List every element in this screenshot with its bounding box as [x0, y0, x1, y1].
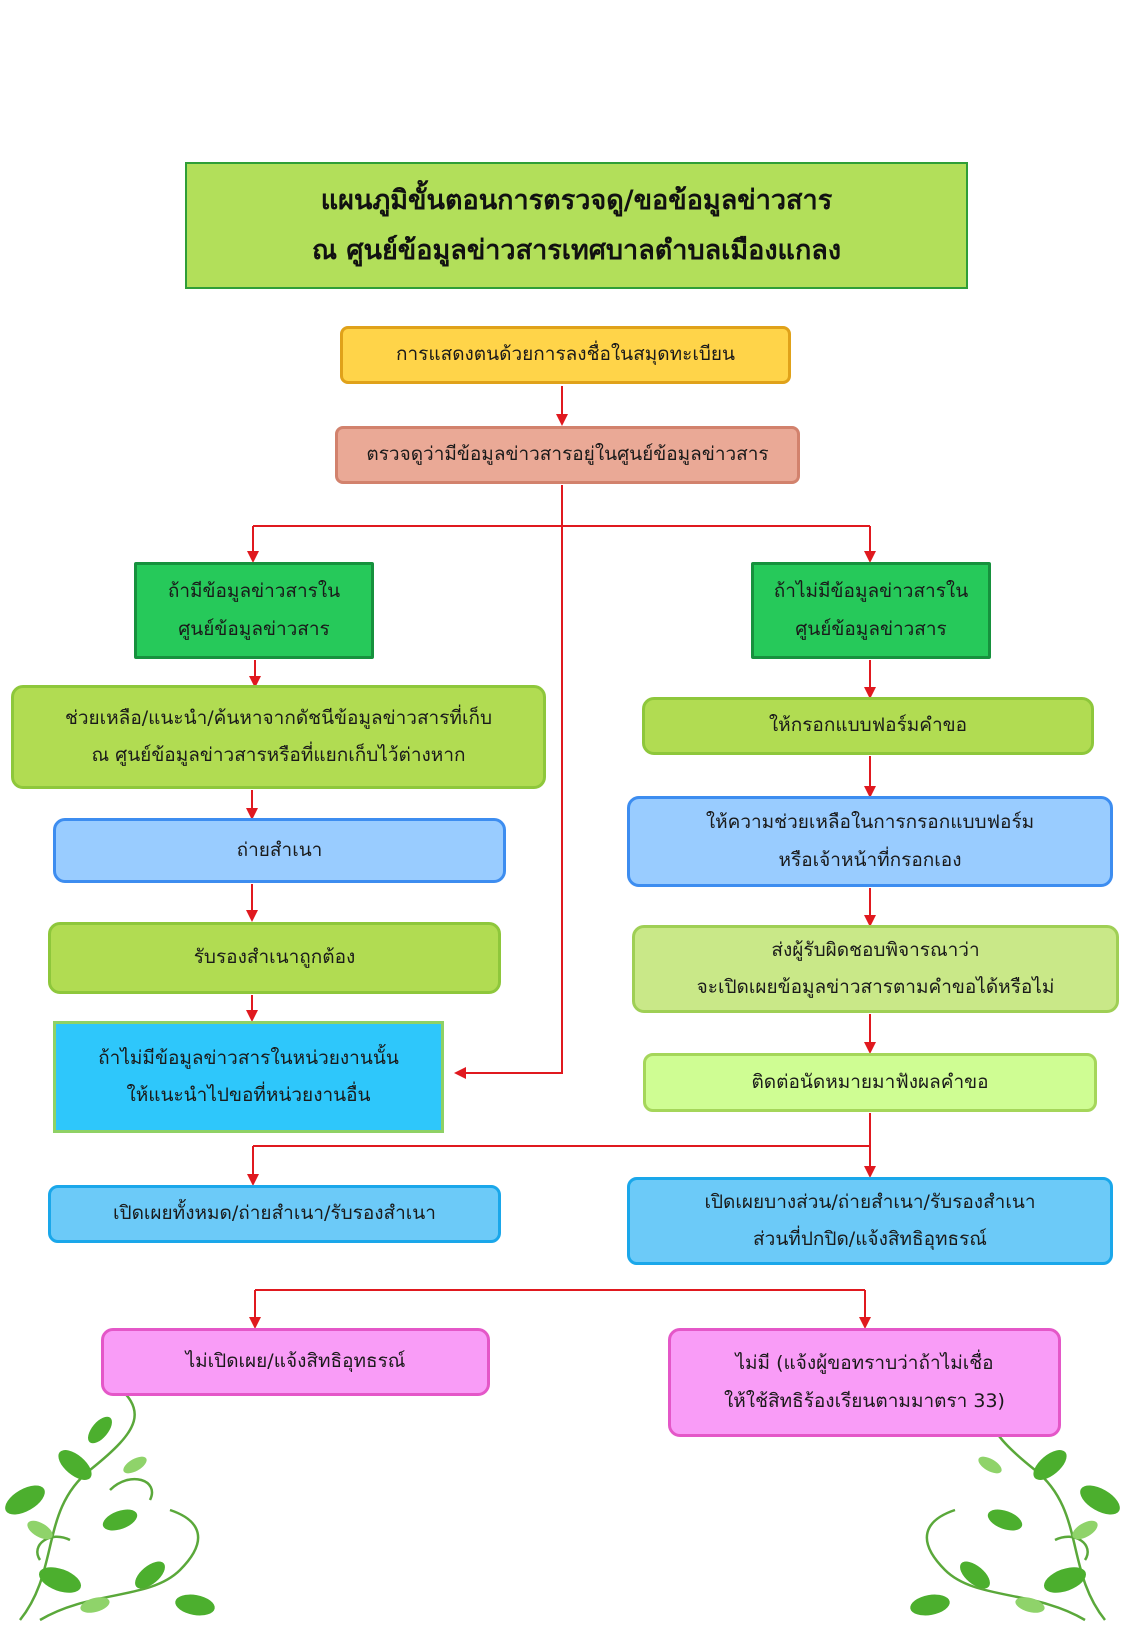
assist-line-2: ณ ศูนย์ข้อมูลข่าวสารหรือที่แยกเก็บไว้ต่า… [91, 744, 466, 766]
disclose-partial-line-1: เปิดเผยบางส่วน/ถ่ายสำเนา/รับรองสำเนา [704, 1190, 1036, 1213]
step-copy: ถ่ายสำเนา [53, 818, 506, 883]
step-certify: รับรองสำเนาถูกต้อง [48, 922, 501, 994]
no-info-line-2: ศูนย์ข้อมูลข่าวสาร [795, 617, 947, 640]
help-form-line-2: หรือเจ้าหน้าที่กรอกเอง [778, 848, 962, 871]
none-line-2: ให้ใช้สิทธิร้องเรียนตามมาตรา 33) [724, 1389, 1005, 1412]
step-has-info: ถ้ามีข้อมูลข่าวสารใน ศูนย์ข้อมูลข่าวสาร [134, 562, 374, 659]
step-register-label: การแสดงตนด้วยการลงชื่อในสมุดทะเบียน [395, 343, 736, 366]
step-assist: ช่วยเหลือ/แนะนำ/ค้นหาจากดัชนีข้อมูลข่าวส… [11, 685, 546, 789]
step-appointment: ติดต่อนัดหมายมาฟังผลคำขอ [643, 1053, 1097, 1112]
step-fill-form: ให้กรอกแบบฟอร์มคำขอ [642, 697, 1094, 755]
step-consider: ส่งผู้รับผิดชอบพิจารณาว่า จะเปิดเผยข้อมู… [632, 925, 1119, 1013]
not-disclose-label: ไม่เปิดเผย/แจ้งสิทธิอุทธรณ์ [185, 1350, 406, 1373]
step-help-form: ให้ความช่วยเหลือในการกรอกแบบฟอร์ม หรือเจ… [627, 796, 1113, 887]
not-in-unit-line-1: ถ้าไม่มีข้อมูลข่าวสารในหน่วยงานนั้น [98, 1046, 399, 1069]
step-register: การแสดงตนด้วยการลงชื่อในสมุดทะเบียน [340, 326, 791, 384]
none-line-1: ไม่มี (แจ้งผู้ขอทราบว่าถ้าไม่เชื่อ [735, 1352, 994, 1375]
result-disclose-partial: เปิดเผยบางส่วน/ถ่ายสำเนา/รับรองสำเนา ส่ว… [627, 1177, 1113, 1265]
assist-line-1: ช่วยเหลือ/แนะนำ/ค้นหาจากดัชนีข้อมูลข่าวส… [64, 706, 493, 729]
no-info-line-1: ถ้าไม่มีข้อมูลข่าวสารใน [773, 580, 969, 603]
result-not-disclose: ไม่เปิดเผย/แจ้งสิทธิอุทธรณ์ [101, 1328, 490, 1396]
title-line-1: แผนภูมิขั้นตอนการตรวจดู/ขอข้อมูลข่าวสาร [320, 184, 833, 216]
certify-label: รับรองสำเนาถูกต้อง [193, 946, 356, 969]
has-info-line-2: ศูนย์ข้อมูลข่าวสาร [178, 617, 330, 640]
help-form-line-1: ให้ความช่วยเหลือในการกรอกแบบฟอร์ม [705, 811, 1035, 834]
line-check-down [454, 485, 563, 1079]
not-in-unit-line-2: ให้แนะนำไปขอที่หน่วยงานอื่น [126, 1084, 371, 1106]
result-none: ไม่มี (แจ้งผู้ขอทราบว่าถ้าไม่เชื่อ ให้ใช… [668, 1328, 1061, 1437]
disclose-all-label: เปิดเผยทั้งหมด/ถ่ายสำเนา/รับรองสำเนา [113, 1202, 436, 1225]
consider-line-2: จะเปิดเผยข้อมูลข่าวสารตามคำขอได้หรือไม่ [696, 976, 1055, 998]
vine-decoration-left [5, 1379, 215, 1622]
copy-label: ถ่ายสำเนา [236, 838, 323, 861]
step-no-info: ถ้าไม่มีข้อมูลข่าวสารใน ศูนย์ข้อมูลข่าวส… [751, 562, 991, 659]
step-check-label: ตรวจดูว่ามีข้อมูลข่าวสารอยู่ในศูนย์ข้อมู… [366, 443, 769, 466]
title-line-2: ณ ศูนย์ข้อมูลข่าวสารเทศบาลตำบลเมืองแกลง [311, 234, 842, 266]
appointment-label: ติดต่อนัดหมายมาฟังผลคำขอ [751, 1070, 989, 1093]
result-disclose-all: เปิดเผยทั้งหมด/ถ่ายสำเนา/รับรองสำเนา [48, 1185, 501, 1243]
consider-line-1: ส่งผู้รับผิดชอบพิจารณาว่า [771, 938, 980, 961]
step-check: ตรวจดูว่ามีข้อมูลข่าวสารอยู่ในศูนย์ข้อมู… [335, 426, 800, 484]
chart-title: แผนภูมิขั้นตอนการตรวจดู/ขอข้อมูลข่าวสาร … [185, 162, 968, 289]
fill-form-label: ให้กรอกแบบฟอร์มคำขอ [768, 714, 968, 737]
has-info-line-1: ถ้ามีข้อมูลข่าวสารใน [167, 580, 341, 603]
disclose-partial-line-2: ส่วนที่ปกปิด/แจ้งสิทธิอุทธรณ์ [753, 1228, 987, 1250]
step-not-in-unit: ถ้าไม่มีข้อมูลข่าวสารในหน่วยงานนั้น ให้แ… [53, 1021, 444, 1133]
